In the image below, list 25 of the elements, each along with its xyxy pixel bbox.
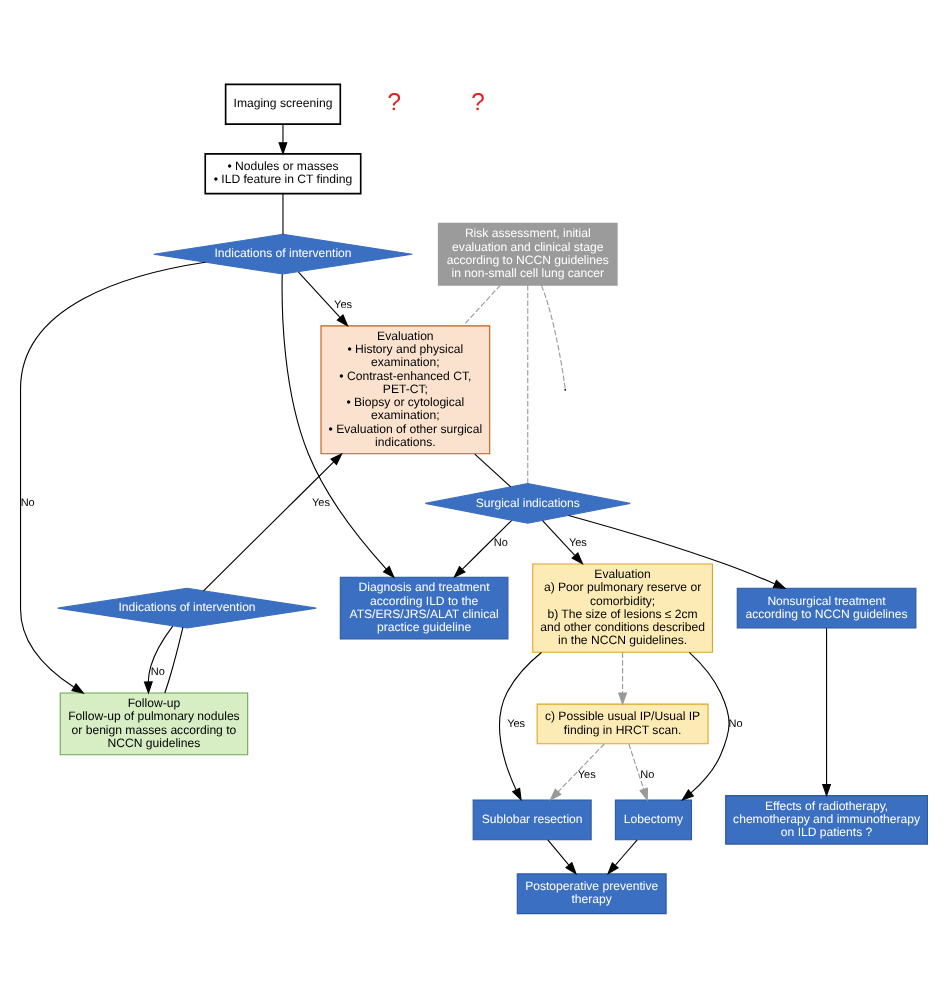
connector <box>474 453 512 488</box>
arrow <box>568 514 787 589</box>
label: ? <box>471 88 485 117</box>
arrow <box>617 651 628 706</box>
arrow <box>143 625 174 695</box>
arrow <box>628 743 648 802</box>
arrow <box>681 651 730 801</box>
connector <box>540 284 566 390</box>
connector <box>527 284 529 484</box>
arrow <box>542 520 584 565</box>
arrow <box>202 452 343 592</box>
arrow <box>281 273 396 579</box>
arrow <box>606 839 638 875</box>
arrow <box>498 651 542 802</box>
connector <box>164 626 184 694</box>
arrow <box>549 743 605 801</box>
arrow <box>278 123 288 156</box>
arrow <box>297 271 349 327</box>
arrow <box>20 261 206 694</box>
arrow <box>547 839 578 875</box>
connector <box>282 193 284 235</box>
connector <box>462 284 501 327</box>
arrow <box>453 520 513 579</box>
arrow <box>821 627 832 798</box>
label: ? <box>387 88 402 117</box>
